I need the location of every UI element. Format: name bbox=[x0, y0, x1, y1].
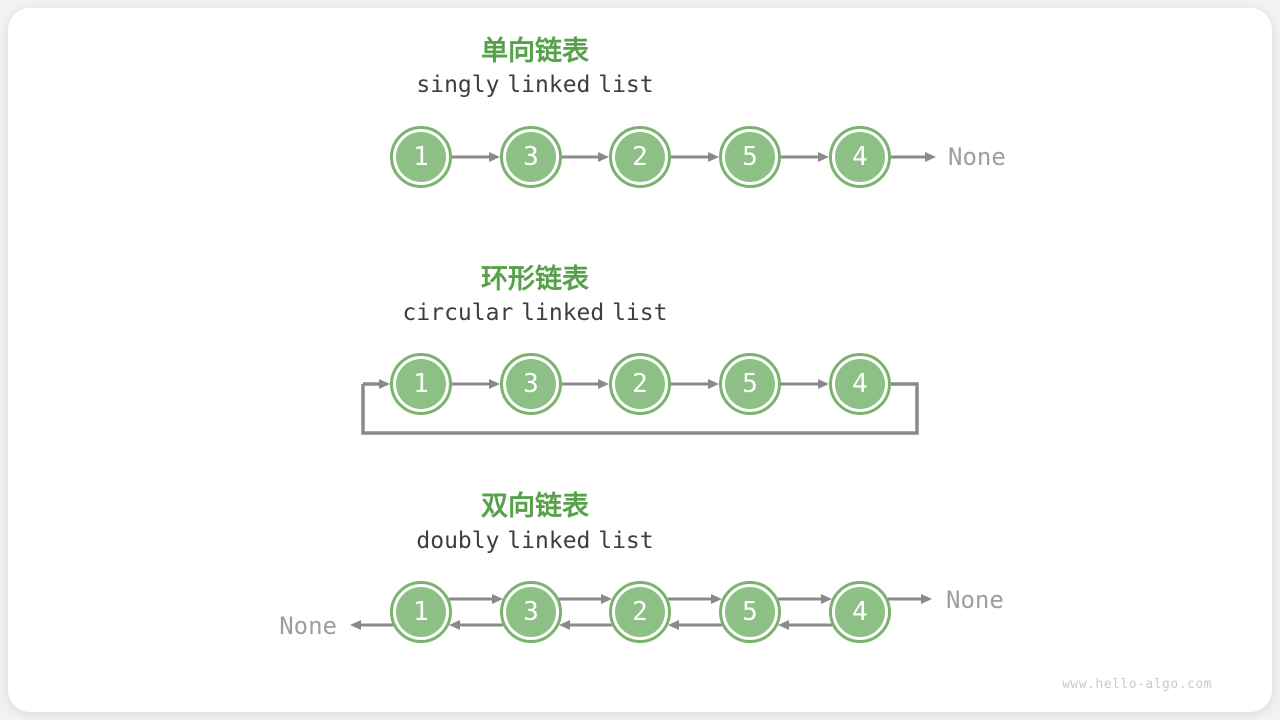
node-value: 4 bbox=[852, 369, 868, 399]
node-value: 3 bbox=[523, 369, 539, 399]
node-value: 3 bbox=[523, 142, 539, 172]
node-body bbox=[506, 132, 556, 182]
node-value: 2 bbox=[632, 142, 648, 172]
arrow-head bbox=[668, 620, 679, 630]
section-subtitle-doubly-en: doubly linked list bbox=[416, 528, 654, 554]
arrow-head bbox=[601, 594, 612, 604]
list-node: 5 bbox=[719, 126, 781, 188]
node-body bbox=[396, 132, 446, 182]
node-value: 4 bbox=[852, 597, 868, 627]
none-label: None bbox=[946, 586, 1004, 614]
node-body bbox=[725, 359, 775, 409]
section-subtitle-circular-en: circular linked list bbox=[402, 300, 668, 326]
node-value: 5 bbox=[742, 142, 758, 172]
arrow-head bbox=[489, 152, 500, 162]
node-value: 2 bbox=[632, 597, 648, 627]
list-node: 4 bbox=[829, 353, 891, 415]
node-body bbox=[396, 587, 446, 637]
node-body bbox=[835, 132, 885, 182]
list-node: 2 bbox=[609, 353, 671, 415]
node-body bbox=[506, 587, 556, 637]
list-node: 2 bbox=[609, 126, 671, 188]
arrow-head bbox=[711, 594, 722, 604]
diagram-circular: 1 3 2 5 4 bbox=[361, 353, 919, 435]
arrow-head bbox=[708, 379, 719, 389]
node-value: 4 bbox=[852, 142, 868, 172]
list-node: 1 bbox=[390, 353, 452, 415]
arrow-head bbox=[921, 594, 932, 604]
list-node: 5 bbox=[719, 353, 781, 415]
node-body bbox=[835, 359, 885, 409]
node-body bbox=[396, 359, 446, 409]
none-label: None bbox=[279, 612, 337, 640]
node-value: 3 bbox=[523, 597, 539, 627]
diagram-singly: None 1 3 2 5 4 bbox=[390, 126, 1006, 188]
arrow-head bbox=[598, 379, 609, 389]
none-label: None bbox=[948, 143, 1006, 171]
arrow-head bbox=[925, 152, 936, 162]
arrow-head bbox=[778, 620, 789, 630]
list-node: 1 bbox=[390, 581, 452, 643]
arrow-head bbox=[350, 620, 361, 630]
node-body bbox=[725, 587, 775, 637]
arrow-head bbox=[708, 152, 719, 162]
node-value: 5 bbox=[742, 597, 758, 627]
arrow-head bbox=[489, 379, 500, 389]
list-node: 3 bbox=[500, 353, 562, 415]
node-value: 1 bbox=[413, 597, 429, 627]
node-body bbox=[835, 587, 885, 637]
list-node: 5 bbox=[719, 581, 781, 643]
node-body bbox=[506, 359, 556, 409]
node-body bbox=[615, 132, 665, 182]
arrow-head bbox=[449, 620, 460, 630]
arrow-head bbox=[559, 620, 570, 630]
list-node: 3 bbox=[500, 581, 562, 643]
node-body bbox=[615, 587, 665, 637]
section-title-singly-zh: 单向链表 bbox=[481, 36, 589, 66]
arrow-head bbox=[821, 594, 832, 604]
node-value: 1 bbox=[413, 142, 429, 172]
node-value: 2 bbox=[632, 369, 648, 399]
arrow-head bbox=[598, 152, 609, 162]
node-body bbox=[725, 132, 775, 182]
section-subtitle-singly-en: singly linked list bbox=[416, 72, 654, 98]
arrow-head bbox=[818, 152, 829, 162]
section-title-doubly-zh: 双向链表 bbox=[481, 491, 589, 521]
list-node: 3 bbox=[500, 126, 562, 188]
list-node: 1 bbox=[390, 126, 452, 188]
arrow-head bbox=[379, 379, 390, 389]
section-title-circular-zh: 环形链表 bbox=[481, 264, 589, 294]
node-value: 5 bbox=[742, 369, 758, 399]
list-node: 2 bbox=[609, 581, 671, 643]
list-node: 4 bbox=[829, 581, 891, 643]
node-value: 1 bbox=[413, 369, 429, 399]
arrow-head bbox=[492, 594, 503, 604]
watermark: www.hello-algo.com bbox=[1062, 677, 1212, 692]
list-node: 4 bbox=[829, 126, 891, 188]
arrow-head bbox=[818, 379, 829, 389]
loop-back-line bbox=[361, 382, 919, 435]
node-body bbox=[615, 359, 665, 409]
